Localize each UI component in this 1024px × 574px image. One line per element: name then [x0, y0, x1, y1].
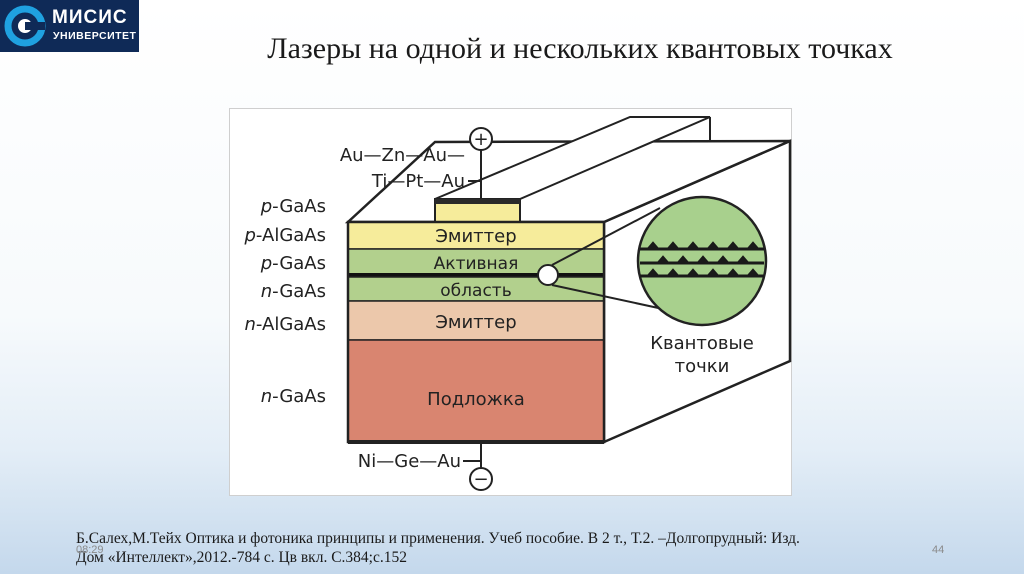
misis-logo: МИСИС УНИВЕРСИТЕТ [0, 0, 139, 52]
material-label-6: n-GaAs [261, 386, 326, 407]
positive-terminal [469, 127, 493, 151]
contact-label-top1: Au—Zn—Au— [340, 145, 465, 166]
slide-time: 08:29 [76, 544, 104, 556]
material-label-4: n-GaAs [261, 281, 326, 302]
quantum-dot-layer [348, 273, 604, 277]
material-label-2: p-AlGaAs [243, 225, 326, 246]
inset-label-line1: Квантовые [650, 333, 754, 354]
logo-subtitle: УНИВЕРСИТЕТ [53, 30, 137, 42]
material-label-1: p-GaAs [260, 196, 326, 217]
misis-logo-icon [4, 5, 46, 47]
slide-title: Лазеры на одной и нескольких квантовых т… [267, 32, 893, 65]
layer-name-active-2: область [440, 281, 511, 301]
svg-text:+: + [473, 129, 488, 150]
magnifier-spot [537, 264, 559, 286]
layer-name-emitter-bottom: Эмиттер [435, 312, 516, 333]
material-label-5: n-AlGaAs [244, 314, 326, 335]
quantum-dots-pattern [640, 241, 764, 278]
layer-emitter-bottom [347, 300, 605, 341]
inset-label-line2: точки [675, 356, 730, 377]
laser-diagram: Эмиттер Активная область Эмиттер Подложк… [229, 108, 792, 496]
citation-line-2: Дом «Интеллект»,2012.-784 с. Цв вкл. С.3… [76, 549, 407, 566]
logo-name: МИСИС [52, 7, 128, 28]
negative-terminal [469, 467, 493, 491]
layer-name-emitter-top: Эмиттер [435, 226, 516, 247]
slide-number: 44 [932, 544, 945, 556]
contact-label-bottom: Ni—Ge—Au [358, 451, 461, 472]
layer-substrate [347, 339, 605, 443]
layer-active-bottom [347, 276, 605, 302]
material-label-3: p-GaAs [260, 253, 326, 274]
contact-label-top2: Ti—Pt—Au [371, 171, 465, 192]
layer-name-substrate: Подложка [427, 389, 525, 410]
layer-name-active-1: Активная [434, 254, 519, 274]
svg-text:−: − [473, 469, 488, 490]
citation: Б.Салех,М.Тейх Оптика и фотоника принцип… [76, 529, 976, 567]
citation-line-1: Б.Салех,М.Тейх Оптика и фотоника принцип… [76, 530, 800, 547]
